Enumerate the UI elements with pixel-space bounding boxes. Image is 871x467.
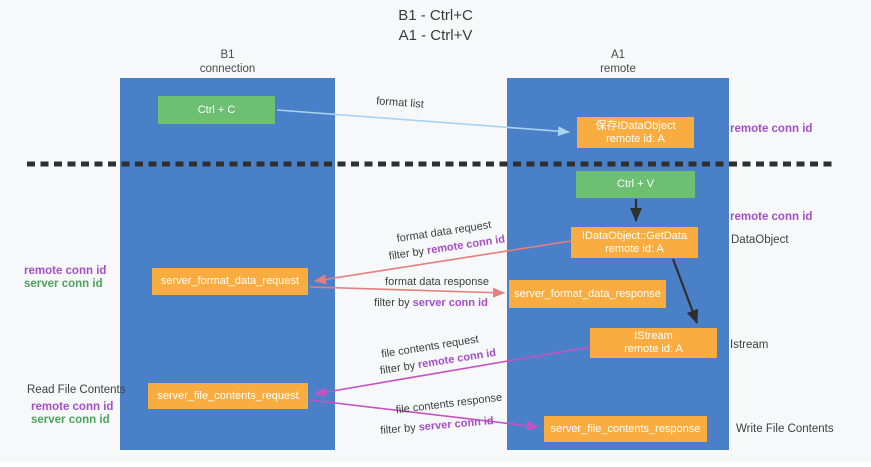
save-dataobject-node: 保存IDataObject remote id: A — [577, 117, 694, 148]
file-request-node: server_file_contents_request — [148, 383, 308, 409]
filter-by-text: filter by — [374, 297, 410, 309]
format-data-response-label: format data response — [385, 276, 489, 288]
b1-column-role: connection — [199, 63, 256, 75]
save-dataobject-line1: 保存IDataObject — [595, 119, 676, 132]
getdata-line1: IDataObject::GetData — [581, 229, 688, 242]
arrow-format-data-response — [309, 286, 505, 298]
b1-column-name: B1 — [220, 49, 235, 61]
arrow-file-contents-response — [309, 399, 539, 431]
format-response-label: server_format_data_response — [514, 287, 661, 300]
ctrl-v-node: Ctrl + V — [576, 171, 695, 198]
remote-conn-id-label-mid-right: remote conn id — [730, 211, 813, 223]
istream-side-label: Istream — [730, 339, 769, 351]
istream-line2: remote id: A — [624, 343, 683, 355]
a1-column-name: A1 — [610, 49, 626, 61]
ctrl-v-label: Ctrl + V — [617, 178, 654, 190]
format-request-label: server_format_data_request — [160, 275, 300, 287]
remote-conn-id-label-left1: remote conn id — [24, 265, 107, 277]
diagram-title-line1: B1 - Ctrl+C — [398, 7, 473, 24]
ctrl-c-label: Ctrl + C — [197, 103, 236, 116]
remote-conn-id-label-left2: remote conn id — [31, 401, 114, 413]
read-file-contents-label: Read File Contents — [27, 384, 126, 396]
file-response-node: server_file_contents_response — [544, 416, 707, 442]
write-file-contents-label: Write File Contents — [736, 423, 834, 435]
arrow-getdata-to-istream — [671, 258, 699, 324]
arrow-format-data-request — [314, 240, 572, 285]
format-request-node: server_format_data_request — [152, 268, 308, 295]
istream-node: IStream remote id: A — [590, 328, 717, 358]
arrow-file-contents-request — [314, 346, 591, 398]
server-conn-id-text: server conn id — [412, 297, 488, 309]
arrow-format-list — [276, 109, 570, 137]
file-response-label: server_file_contents_response — [550, 422, 701, 435]
format-response-node: server_format_data_response — [509, 280, 666, 308]
getdata-node: IDataObject::GetData remote id: A — [571, 227, 698, 258]
file-request-label: server_file_contents_request — [157, 389, 299, 402]
server-conn-id-label-left2: server conn id — [31, 414, 110, 426]
a1-column-role: remote — [600, 63, 636, 75]
dataobject-label: DataObject — [731, 234, 789, 246]
getdata-line2: remote id: A — [605, 242, 664, 255]
bottom-edge-strip — [0, 462, 871, 467]
save-dataobject-line2: remote id: A — [606, 132, 665, 145]
istream-line1: IStream — [634, 330, 673, 342]
a1-column-header: A1 remote — [507, 48, 729, 76]
server-conn-id-label-left1: server conn id — [24, 278, 103, 290]
remote-conn-id-label-top-right: remote conn id — [730, 123, 813, 135]
diagram-title-line2: A1 - Ctrl+V — [398, 27, 473, 44]
diagram-title: B1 - Ctrl+C A1 - Ctrl+V — [0, 6, 871, 46]
ctrl-c-node: Ctrl + C — [158, 96, 275, 124]
b1-column-header: B1 connection — [120, 48, 335, 76]
